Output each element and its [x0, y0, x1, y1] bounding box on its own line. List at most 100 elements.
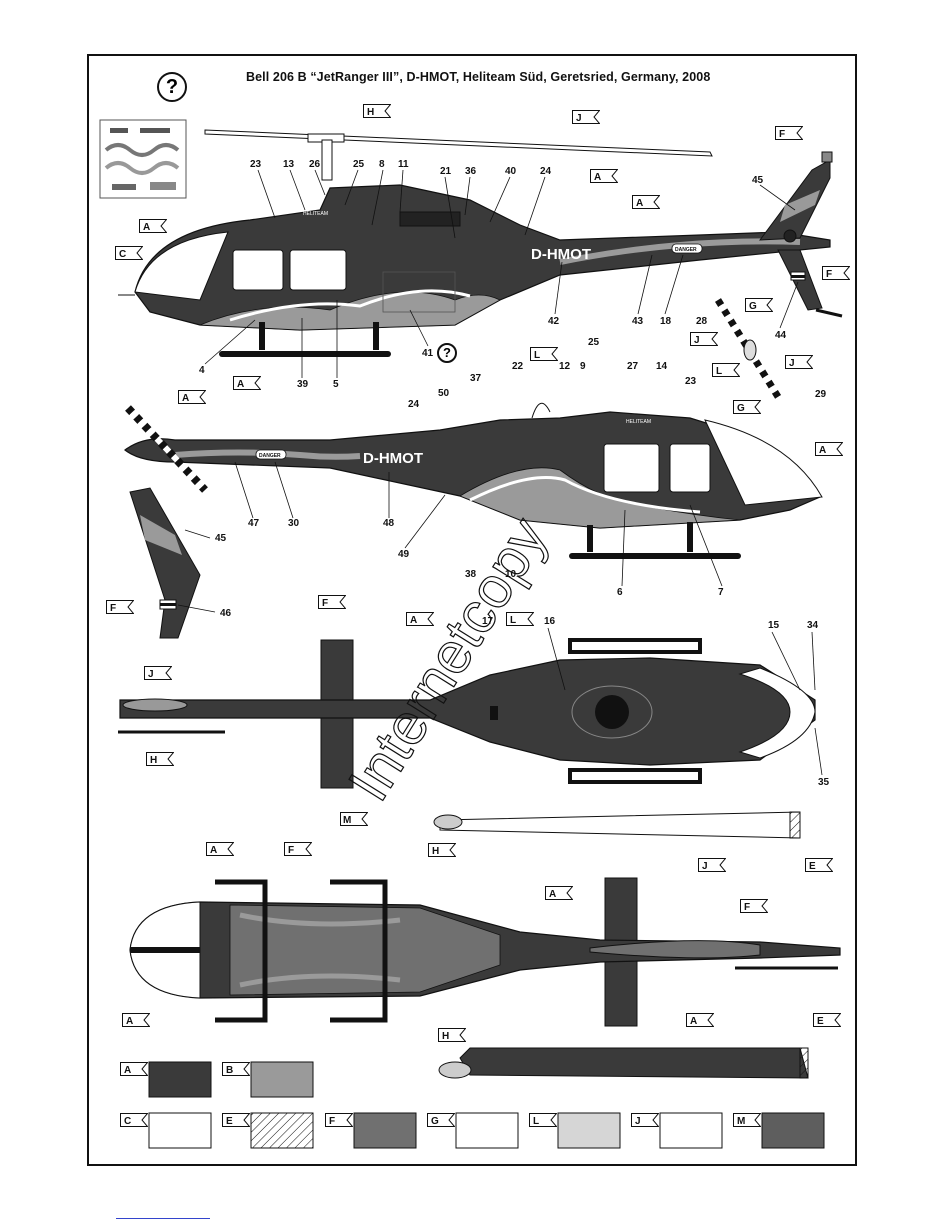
flag-label: J	[576, 113, 582, 124]
flag-label: F	[322, 598, 328, 609]
color-flags: H J A F A C A F G J L J L G A A A F J F …	[106, 104, 850, 1042]
flag-label: A	[143, 222, 150, 233]
flag-label: L	[510, 615, 516, 626]
flag-label: H	[432, 846, 439, 857]
callout: 50	[438, 388, 450, 399]
registration-text-right: D-HMOT	[363, 450, 423, 467]
decal-sheet-thumbnail	[99, 119, 187, 199]
swatch-f	[353, 1112, 417, 1149]
callout: 23	[685, 376, 697, 387]
flag-label: F	[779, 129, 785, 140]
flag-label: A	[410, 615, 417, 626]
callout: 6	[617, 587, 623, 598]
callout: 40	[505, 166, 517, 177]
page-title: Bell 206 B “JetRanger III”, D-HMOT, Heli…	[246, 70, 711, 84]
callout: 39	[297, 379, 309, 390]
flag-label: H	[150, 755, 157, 766]
flag-label: A	[819, 445, 826, 456]
flag-label: A	[182, 393, 189, 404]
callout: 22	[512, 361, 524, 372]
flag-label: H	[442, 1031, 449, 1042]
registration-text: D-HMOT	[531, 246, 591, 263]
callout: 24	[408, 399, 420, 410]
callout: 21	[440, 166, 452, 177]
swatch-j	[659, 1112, 723, 1149]
callout: 43	[632, 316, 644, 327]
watermark-text: Internetcopy	[336, 507, 560, 812]
swatch-m	[761, 1112, 825, 1149]
footer-link-underline[interactable]	[116, 1218, 210, 1219]
flag-label: C	[119, 249, 126, 260]
callout: 45	[215, 533, 227, 544]
danger-label: DANGER	[675, 247, 697, 253]
danger-label-right: DANGER	[259, 453, 281, 459]
flag-label: A	[126, 1016, 133, 1027]
callout: 24	[540, 166, 552, 177]
flag-label: E	[809, 861, 816, 872]
callout: 4	[199, 365, 205, 376]
callout: 30	[288, 518, 300, 529]
callout: 17	[482, 616, 494, 627]
callout: 9	[580, 361, 586, 372]
callout: 28	[696, 316, 708, 327]
callout: 8	[379, 159, 385, 170]
bottom-view	[129, 877, 841, 1027]
color-legend: A B C E F G L J M	[120, 1061, 825, 1149]
stabilizer-detail	[129, 487, 201, 639]
callout: 29	[815, 389, 827, 400]
legend-letter-b: B	[226, 1065, 233, 1076]
callout: 18	[660, 316, 672, 327]
callout: 41	[422, 348, 434, 359]
swatch-e	[250, 1112, 314, 1149]
flag-label: L	[716, 366, 722, 377]
legend-letter-f: F	[329, 1116, 335, 1127]
callout-numbers: 23 13 26 25 8 11 21 36 40 24 45 42 43 18…	[199, 159, 830, 788]
blade-detail-top	[433, 811, 801, 839]
callout: 10	[505, 569, 517, 580]
callout: 42	[548, 316, 560, 327]
callout: 23	[250, 159, 262, 170]
top-view	[118, 638, 816, 789]
callout: 47	[248, 518, 260, 529]
side-view-left: D-HMOT DANGER HELITEAM	[118, 129, 843, 357]
callout: 34	[807, 620, 819, 631]
callout: 38	[465, 569, 477, 580]
swatch-g	[455, 1112, 519, 1149]
flag-label: A	[549, 889, 556, 900]
callout: 13	[283, 159, 295, 170]
flag-label: G	[749, 301, 757, 312]
legend-letter-m: M	[737, 1116, 745, 1127]
leader-lines	[177, 169, 823, 776]
flag-label: A	[594, 172, 601, 183]
instruction-sheet-frame	[87, 54, 857, 1166]
flag-label: F	[110, 603, 116, 614]
swatch-c	[148, 1112, 212, 1149]
callout: 45	[752, 175, 764, 186]
flag-label: A	[636, 198, 643, 209]
callout: 37	[470, 373, 482, 384]
legend-letter-l: L	[533, 1116, 539, 1127]
callout: 11	[398, 159, 409, 170]
flag-label: F	[826, 269, 832, 280]
legend-letter-g: G	[431, 1116, 439, 1127]
callout: 44	[775, 330, 787, 341]
flag-label: G	[737, 403, 745, 414]
question-icon-small: ?	[437, 343, 457, 363]
callout: 14	[656, 361, 668, 372]
callout: 36	[465, 166, 477, 177]
legend-letter-j: J	[635, 1116, 641, 1127]
callout: 5	[333, 379, 339, 390]
callout: 27	[627, 361, 639, 372]
callout: 25	[353, 159, 365, 170]
swatch-l	[557, 1112, 621, 1149]
flag-label: E	[817, 1016, 824, 1027]
flag-label: A	[690, 1016, 697, 1027]
callout: 12	[559, 361, 571, 372]
flag-label: F	[288, 845, 294, 856]
question-icon: ?	[157, 72, 187, 102]
flag-label: J	[702, 861, 708, 872]
legend-letter-c: C	[124, 1116, 131, 1127]
callout: 48	[383, 518, 395, 529]
callout: 46	[220, 608, 232, 619]
